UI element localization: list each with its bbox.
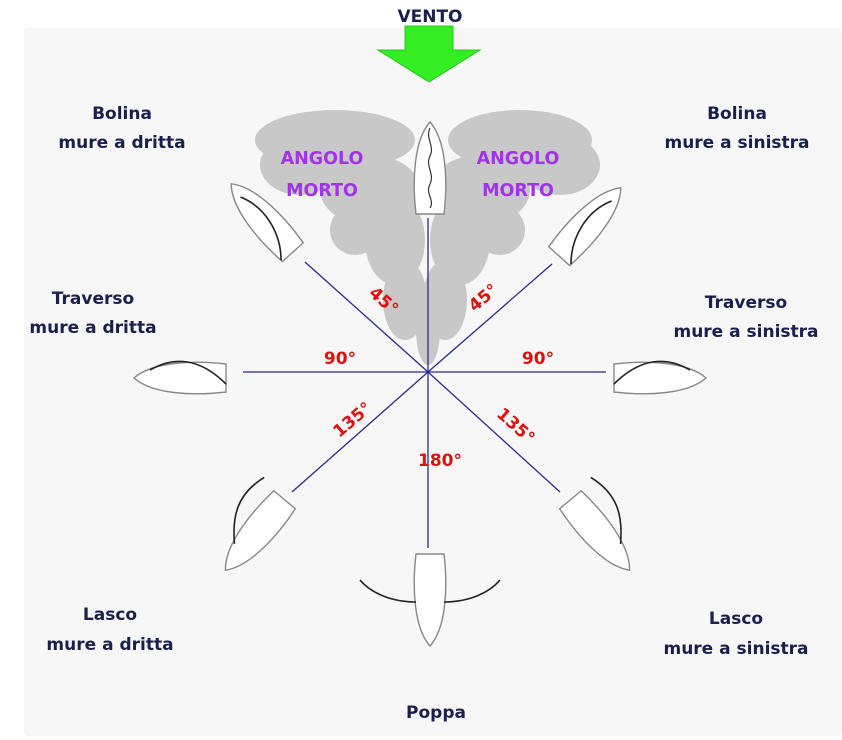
angle-label-left-90: 90° [324, 349, 356, 369]
angle-label-right-135: 135° [492, 404, 538, 448]
label-poppa: Poppa [406, 703, 466, 723]
boat-lasco-sinistra [556, 475, 656, 580]
angle-label-left-135: 135° [330, 398, 377, 442]
wind-arrow-icon [378, 26, 480, 82]
angle-label-180: 180° [418, 451, 462, 471]
label-bolina-sinistra-line1: Bolina [707, 104, 767, 124]
label-traverso-sinistra-line1: Traverso [705, 293, 787, 313]
label-traverso-dritta-line1: Traverso [52, 289, 134, 309]
line-lasco-sinistra [428, 372, 560, 492]
dead-zone-right-line2: MORTO [482, 181, 554, 201]
label-bolina-sinistra-line2: mure a sinistra [664, 133, 809, 153]
label-traverso-sinistra-line2: mure a sinistra [673, 322, 818, 342]
label-bolina-dritta-line1: Bolina [92, 104, 152, 124]
boat-lasco-dritta [199, 475, 299, 580]
label-bolina-dritta-line2: mure a dritta [58, 133, 185, 153]
boat-traverso-sinistra [614, 361, 706, 393]
label-lasco-dritta-line2: mure a dritta [46, 635, 173, 655]
wind-label: VENTO [397, 7, 462, 27]
course-lines [243, 218, 606, 548]
dead-zone-left-line1: ANGOLO [281, 149, 364, 169]
boat-head-to-wind [414, 122, 446, 214]
label-lasco-dritta-line1: Lasco [83, 605, 137, 625]
angle-label-right-90: 90° [522, 349, 554, 369]
line-lasco-dritta [292, 372, 428, 492]
dead-zone-left-line2: MORTO [286, 181, 358, 201]
label-traverso-dritta-line2: mure a dritta [29, 318, 156, 338]
boat-poppa [360, 554, 500, 646]
angle-label-right-45: 45° [465, 280, 503, 316]
boat-traverso-dritta [134, 361, 226, 393]
dead-zone-right-line1: ANGOLO [477, 149, 560, 169]
label-lasco-sinistra-line1: Lasco [709, 609, 763, 629]
label-lasco-sinistra-line2: mure a sinistra [663, 639, 808, 659]
